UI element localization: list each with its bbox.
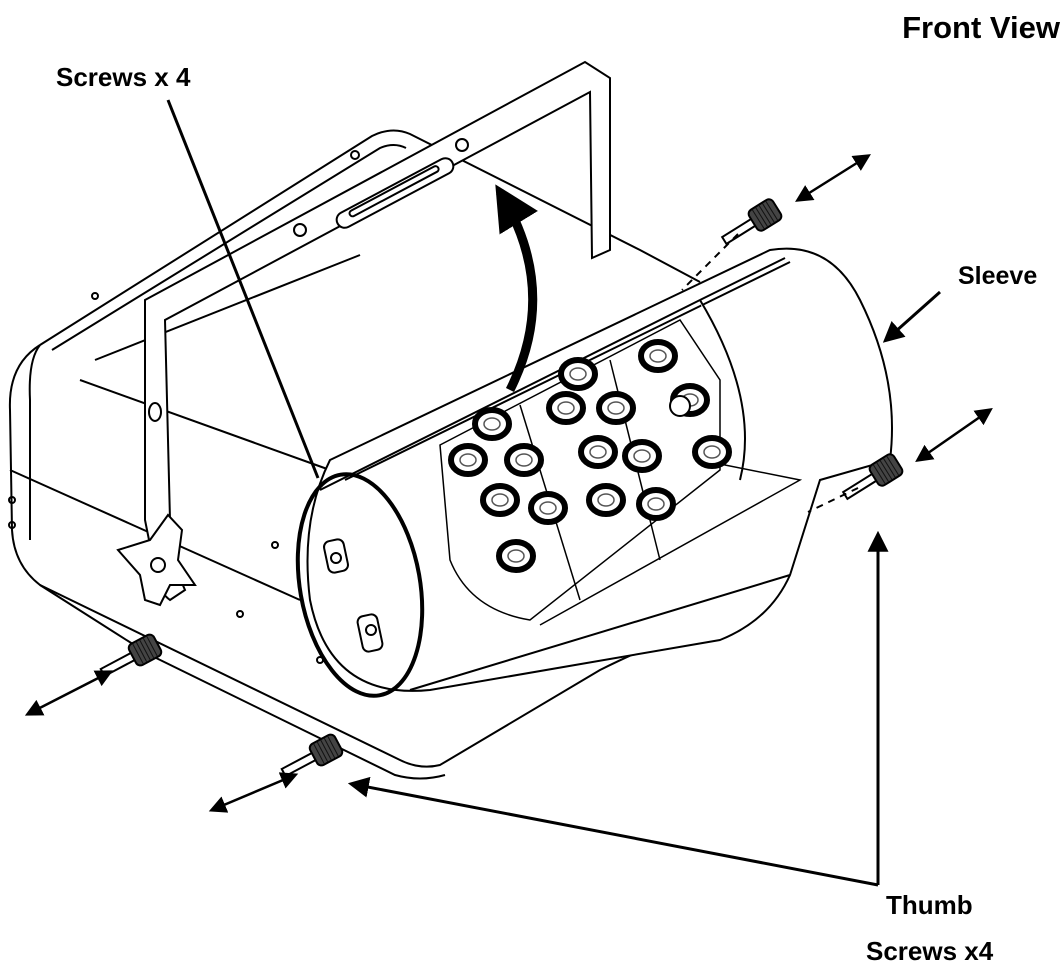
lens-inner-ring xyxy=(569,367,587,381)
thumb-screw-knurl xyxy=(879,460,893,480)
double-arrow-icon xyxy=(915,408,993,462)
label-screws: Screws x 4 xyxy=(56,62,191,92)
thumb-screw-shaft xyxy=(280,750,319,778)
yoke-bracket xyxy=(144,60,611,602)
thumb-screw-knurl xyxy=(886,456,900,476)
screws-leader-line xyxy=(166,99,320,479)
double-arrow-icon xyxy=(208,772,299,813)
thumb-screw-icon xyxy=(720,198,783,246)
thumb-screw-knurl xyxy=(872,464,886,484)
wing-knob-icon xyxy=(116,513,197,607)
thumb-screw-knurl xyxy=(327,736,339,757)
thumb-screw-knurl xyxy=(762,203,775,223)
double-arrow-icon xyxy=(24,670,114,716)
motion-arrows xyxy=(24,154,993,813)
thumb-screw-knurl xyxy=(142,638,155,659)
lens-inner-ring xyxy=(597,493,615,507)
lens-inner-ring xyxy=(607,401,625,415)
thumb-screw-icon xyxy=(841,453,904,501)
lens-inner-ring xyxy=(589,445,607,459)
sleeve-end-screws xyxy=(323,395,691,653)
lens-inner-ring xyxy=(647,497,665,511)
alignment-dashes xyxy=(681,233,859,513)
thumb-screw-knurl xyxy=(320,740,332,760)
lens-inner-ring xyxy=(459,453,477,467)
thumb-screw-icon xyxy=(99,633,163,678)
lens-inner-ring xyxy=(507,549,525,563)
thumb-screw-knurl xyxy=(323,738,336,759)
lens-inner-ring xyxy=(649,349,667,363)
thumb-screw-knurl xyxy=(883,458,896,478)
lens-inner-ring xyxy=(491,493,509,507)
sleeve-arrow xyxy=(882,290,941,343)
lens-inner-ring xyxy=(633,449,651,463)
double-arrow-icon xyxy=(795,154,871,202)
thumb-screw-knurl xyxy=(132,643,144,664)
label-thumb-screws-line2: Screws x4 xyxy=(866,936,994,966)
thumb-screw-knurl xyxy=(135,641,148,662)
thumb-screw-shaft xyxy=(99,650,138,678)
lens-inner-ring xyxy=(539,501,557,515)
lens-inner-ring xyxy=(557,401,575,415)
thumb-screw-knurl xyxy=(139,640,151,660)
curved-arrow-icon xyxy=(495,184,538,393)
thumb-screw-knurl xyxy=(755,207,768,227)
thumb-screw-icon xyxy=(280,733,344,778)
lens-inner-ring xyxy=(483,417,501,431)
thumb-screw-knurl xyxy=(316,741,329,762)
thumb-screw-knurl xyxy=(146,636,158,657)
lens-inner-ring xyxy=(515,453,533,467)
thumb-screw-knurl xyxy=(313,743,325,764)
label-thumb-screws-line1: Thumb xyxy=(886,890,973,920)
thumb-screw-knurl xyxy=(765,201,779,221)
lenses xyxy=(448,339,732,573)
thumb-screw-knurl xyxy=(876,462,889,482)
view-title: Front View xyxy=(902,10,1060,45)
thumb-screw-knurl xyxy=(751,209,765,229)
label-sleeve: Sleeve xyxy=(958,262,1038,290)
highlight-ellipse xyxy=(295,472,425,698)
thumb-screws-pointers xyxy=(347,530,889,887)
lens-inner-ring xyxy=(703,445,721,459)
thumb-screw-knurl xyxy=(758,205,772,225)
